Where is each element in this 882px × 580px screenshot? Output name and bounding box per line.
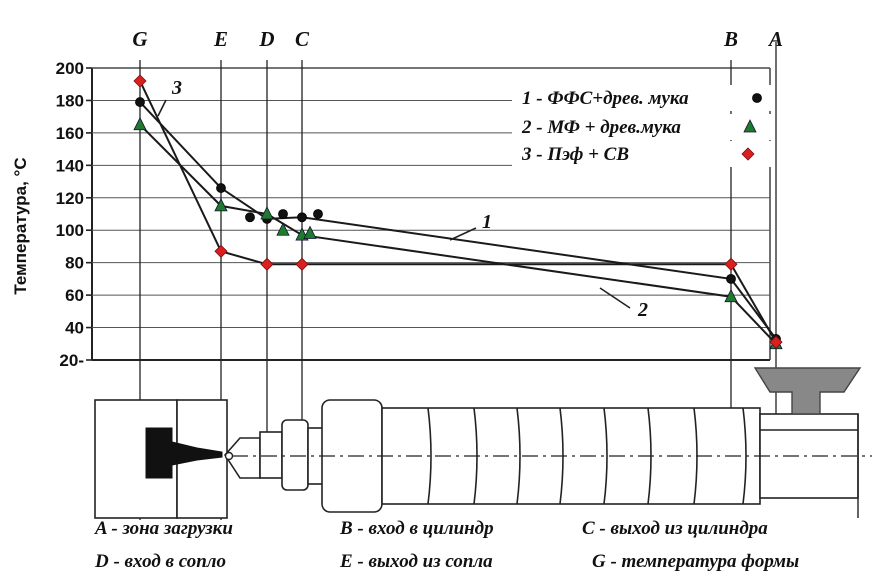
injection-machine-drawing [94,367,872,519]
data-point-diamond [741,147,755,161]
zone-caption: D - вход в сопло [94,551,226,572]
chart-frame [91,67,771,361]
zone-label-g: G [132,27,147,51]
data-point-circle [216,183,226,193]
y-tick-label: 120 [56,189,84,208]
zone-caption: B - вход в цилиндр [339,518,494,539]
heater-band-edge [427,407,432,505]
data-point-diamond [769,335,783,349]
mould-cavity [145,427,223,479]
legend-entry-3: 3 - Пэф + СВ [521,144,629,165]
nozzle-collar [281,419,309,491]
y-tick-label: 160 [56,124,84,143]
hopper [753,367,862,415]
zone-label-b: B [723,27,738,51]
data-point-triangle [276,222,290,236]
series-line-2 [139,124,777,345]
legend-backdrop [512,85,774,111]
data-point-circle [135,97,145,107]
heater-band-edge [603,407,608,505]
data-point-diamond [724,257,738,271]
data-point-circle [245,212,255,223]
curve-number-label: 2 [637,299,648,321]
y-tick-label: 60 [65,286,84,305]
zone-label-d: D [258,27,274,51]
zone-label-e: E [213,27,228,51]
curve-1-leader [449,227,477,241]
chart-legend: 1 - ФФС+древ. мука 2 - МФ + древ.мука 3 - … [512,85,774,167]
curve-number-label: 1 [482,211,492,233]
y-tick-label: 80 [65,254,84,273]
legend-entry-2: 2 - МФ + древ.мука [521,117,681,138]
curve-2-leader [599,287,631,309]
data-point-triangle [743,119,757,133]
zone-caption: E - выход из сопла [339,551,493,572]
series-3: 3 [133,74,783,349]
data-point-circle [752,93,762,103]
chart-series: 1 2 3 [133,74,783,350]
y-tick-label: 100 [56,221,84,240]
y-tick-label: 200 [56,59,84,78]
data-point-triangle [214,197,228,212]
data-point-triangle [260,206,274,220]
legend-backdrop [512,114,774,140]
legend-entry-1: 1 - ФФС+древ. мука [522,88,689,109]
series-2: 2 [133,116,783,350]
data-point-diamond [133,74,147,88]
y-tick-label: 20- [59,351,84,370]
data-point-circle [726,273,736,284]
data-point-triangle [724,288,738,303]
data-point-diamond [214,244,228,258]
nozzle-body [259,431,283,479]
data-point-circle [278,209,288,219]
y-axis-ticks: 20- 40 60 80 100 120 140 160 180 200 [56,59,92,370]
legend-backdrop [512,141,774,167]
y-tick-label: 140 [56,156,84,175]
nozzle-orifice [224,451,234,461]
series-line-3 [139,80,777,343]
y-axis-label: Температура, °С [11,157,30,294]
y-tick-label: 40 [65,319,84,338]
zone-label-a: A [767,27,783,51]
data-point-circle [313,209,323,219]
heater-band-edge [516,407,521,505]
zone-captions: A - зона загрузки B - вход в цилиндр C - в… [94,518,799,572]
zone-caption: A - зона загрузки [94,518,233,539]
data-point-triangle [303,225,317,239]
y-tick-label: 180 [56,91,84,110]
zone-label-c: C [295,27,310,51]
curve-number-label: 3 [171,77,182,99]
curve-3-leader [157,99,167,117]
data-point-triangle [133,116,147,131]
zone-caption: C - выход из цилиндра [582,518,768,539]
zone-caption: G - температура формы [592,551,799,572]
data-point-diamond [260,257,274,271]
data-point-circle [297,212,307,223]
data-point-diamond [295,257,309,271]
